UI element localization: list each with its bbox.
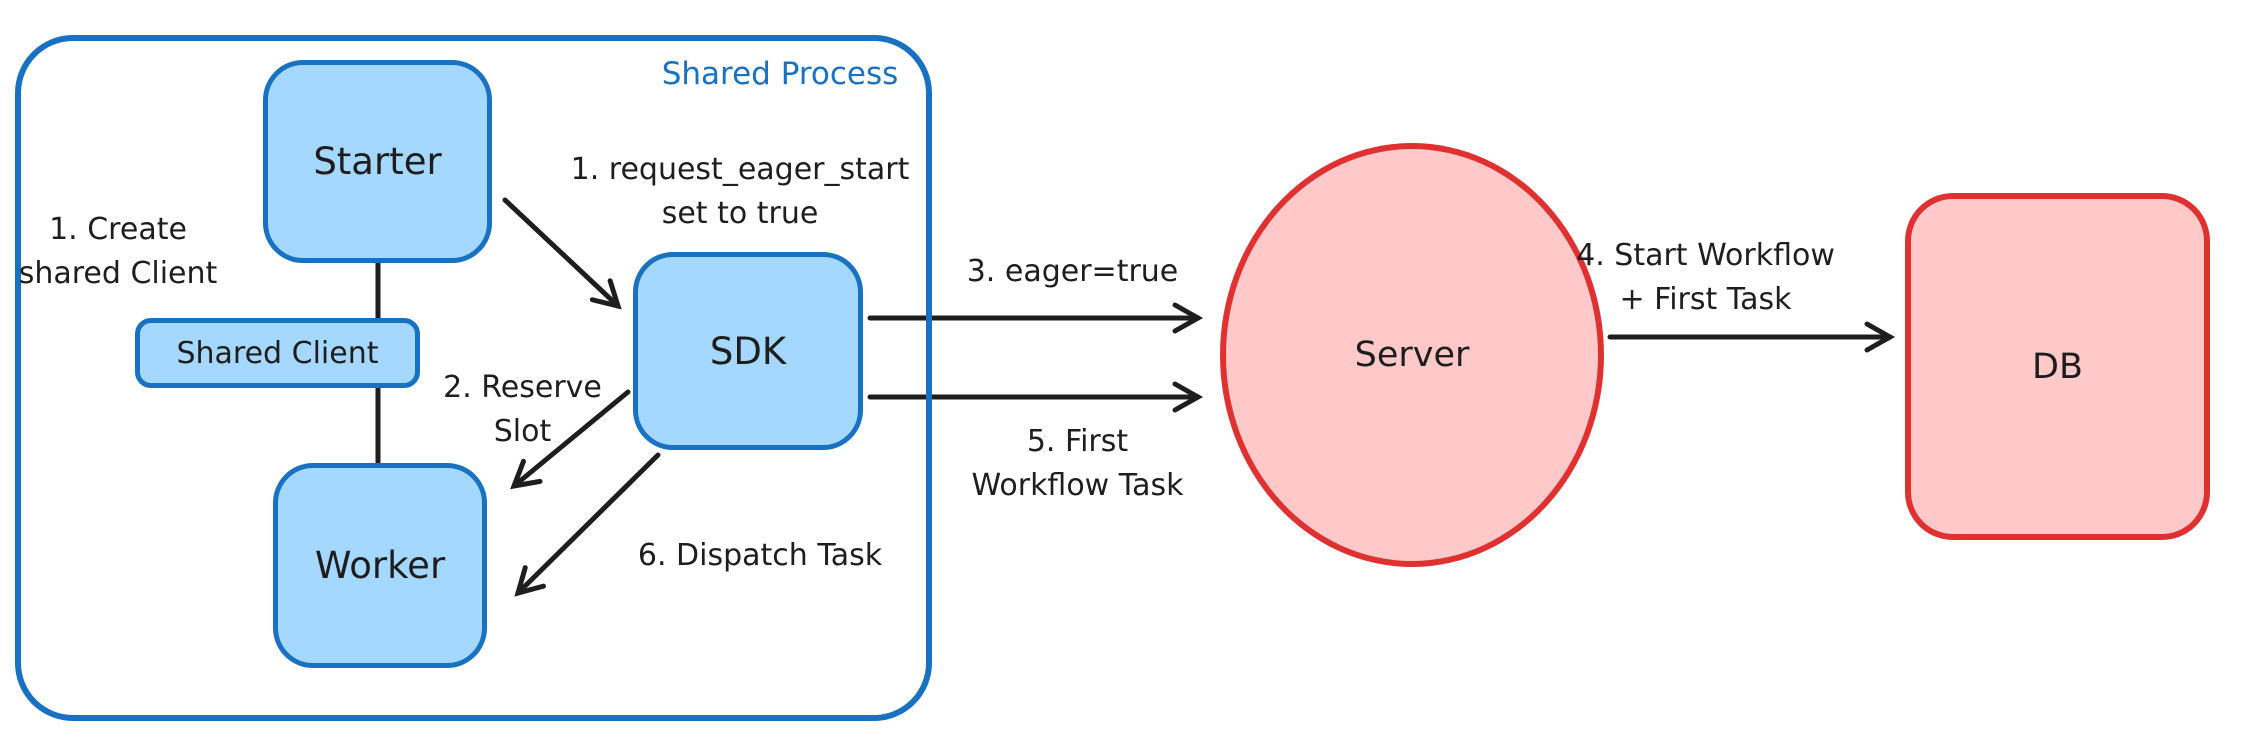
arrow-starter-to-sdk bbox=[502, 197, 622, 310]
annotation-request-eager-start-line2: set to true bbox=[661, 196, 819, 231]
arrow-sdk-to-worker-reserve bbox=[510, 389, 631, 490]
node-worker: Worker bbox=[273, 463, 487, 668]
node-sdk-label: SDK bbox=[709, 329, 787, 373]
annotation-start-workflow: 4. Start Workflow + First Task bbox=[1553, 234, 1858, 322]
annotation-reserve-slot-line1: 2. Reserve bbox=[443, 370, 602, 405]
annotation-request-eager-start: 1. request_eager_start set to true bbox=[530, 148, 950, 236]
shared-process-label: Shared Process bbox=[661, 56, 899, 92]
annotation-dispatch-task-text: 6. Dispatch Task bbox=[637, 538, 883, 573]
annotation-start-workflow-line1: 4. Start Workflow bbox=[1576, 238, 1835, 273]
node-server: Server bbox=[1220, 143, 1604, 567]
annotation-first-workflow-task: 5. First Workflow Task bbox=[925, 420, 1230, 508]
annotation-first-workflow-task-line2: Workflow Task bbox=[971, 468, 1184, 503]
annotation-dispatch-task: 6. Dispatch Task bbox=[610, 534, 910, 578]
node-server-label: Server bbox=[1354, 335, 1470, 375]
node-shared-client: Shared Client bbox=[135, 318, 420, 388]
annotation-start-workflow-line2: + First Task bbox=[1619, 282, 1792, 317]
node-db: DB bbox=[1905, 193, 2210, 540]
annotation-create-line1: 1. Create bbox=[49, 212, 187, 247]
annotation-reserve-slot-line2: Slot bbox=[493, 414, 552, 449]
node-starter-label: Starter bbox=[313, 140, 442, 183]
annotation-first-workflow-task-line1: 5. First bbox=[1026, 424, 1129, 459]
shared-process-container bbox=[15, 35, 932, 721]
arrow-sdk-to-worker-dispatch bbox=[514, 452, 661, 597]
node-db-label: DB bbox=[2032, 346, 2083, 387]
annotation-eager-true-text: 3. eager=true bbox=[966, 254, 1179, 289]
annotation-reserve-slot: 2. Reserve Slot bbox=[430, 366, 615, 454]
annotation-request-eager-start-line1: 1. request_eager_start bbox=[570, 152, 910, 187]
annotation-create-shared-client: 1. Create shared Client bbox=[8, 208, 228, 296]
node-starter: Starter bbox=[263, 60, 492, 263]
annotation-create-line2: shared Client bbox=[18, 256, 218, 291]
node-sdk: SDK bbox=[633, 252, 863, 450]
annotation-eager-true: 3. eager=true bbox=[950, 250, 1195, 294]
node-shared-client-label: Shared Client bbox=[176, 335, 379, 371]
node-worker-label: Worker bbox=[314, 544, 446, 587]
